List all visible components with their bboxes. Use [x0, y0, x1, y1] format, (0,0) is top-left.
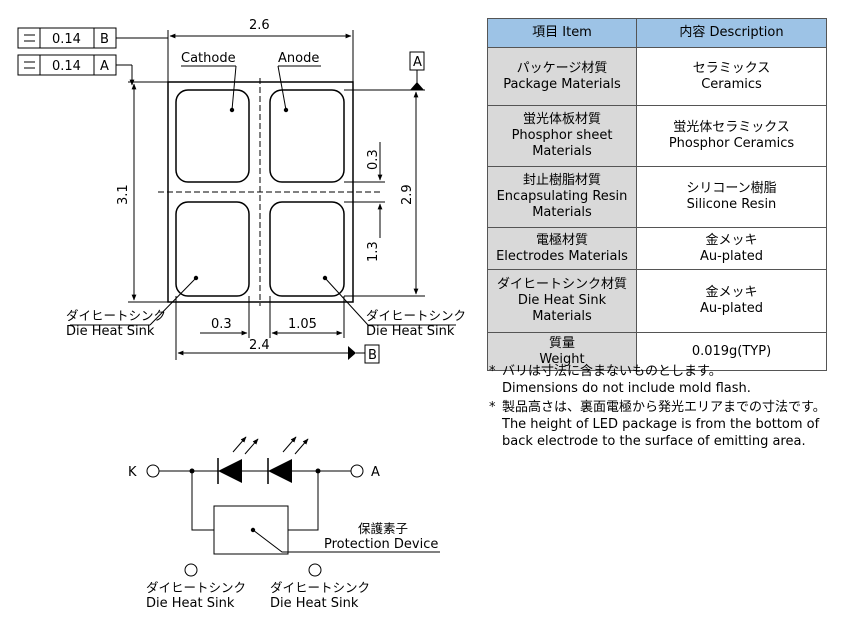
heat-sink-right-jp: ダイヒートシンク — [366, 308, 466, 323]
terminal-a-label: A — [371, 465, 380, 480]
dim-width-bottom-label: 2.4 — [249, 338, 270, 353]
circuit-heat-sink-left-jp: ダイヒートシンク — [146, 580, 246, 595]
dim-pad-bottom: 0.3 1.05 — [200, 296, 345, 338]
cathode-label: Cathode — [181, 51, 236, 66]
header-description: 内容 Description — [636, 18, 827, 48]
anode-label: Anode — [278, 51, 319, 66]
led-diode-2-icon — [267, 436, 309, 484]
datum-b-label: B — [368, 348, 377, 363]
terminal-a — [350, 464, 364, 478]
tolerance-value-2: 0.14 — [52, 59, 81, 74]
note-text-en: The height of LED package is from the bo… — [502, 417, 820, 432]
datum-b-marker: B — [356, 344, 380, 364]
led-diode-1-icon — [217, 436, 259, 484]
note-text-jp: 製品高さは、裏面電極から発光エリアまでの寸法です。 — [502, 400, 826, 415]
heat-sink-left-en: Die Heat Sink — [66, 324, 155, 339]
note-mark: * — [489, 400, 496, 415]
pad-cathode — [175, 89, 250, 183]
tolerance-value-1: 0.14 — [52, 32, 81, 47]
dim-height-right-label: 2.9 — [400, 184, 415, 205]
note-item: * バリは寸法に含まないものとします。 Dimensions do not in… — [489, 363, 826, 397]
terminal-k — [146, 464, 160, 478]
note-text-jp: バリは寸法に含まないものとします。 — [502, 364, 722, 379]
header-item: 項目 Item — [487, 18, 637, 48]
protection-device-en: Protection Device — [324, 537, 438, 552]
note-text-en: back electrode to the surface of emittin… — [502, 434, 806, 449]
dim-pad-width-label: 1.05 — [288, 317, 317, 332]
note-text-en: Dimensions do not include mold flash. — [502, 381, 751, 396]
circuit-heat-sink-left-en: Die Heat Sink — [146, 596, 235, 611]
note-mark: * — [489, 364, 496, 379]
dim-height-left: 3.1 — [116, 81, 168, 303]
tolerance-frame-b: 0.14 B — [17, 27, 168, 49]
note-item: * 製品高さは、裏面電極から発光エリアまでの寸法です。 The height o… — [489, 399, 826, 450]
terminal-k-label: K — [128, 465, 137, 480]
pad-anode — [269, 89, 345, 183]
heat-sink-label-left: ダイヒートシンク Die Heat Sink — [66, 275, 199, 339]
heat-sink-pad-right — [269, 201, 345, 297]
circuit-schematic: K A 保護素子 Protection Device ダイヒートシンク Die … — [128, 436, 440, 611]
dim-height-left-label: 3.1 — [116, 184, 131, 205]
tolerance-datum-2: A — [100, 59, 109, 74]
dim-width-top-label: 2.6 — [249, 18, 270, 33]
parallelism-symbol-icon — [24, 61, 35, 69]
protection-device-jp: 保護素子 — [358, 521, 408, 536]
heat-sink-right-en: Die Heat Sink — [366, 324, 455, 339]
dim-width-bottom: 2.4 — [175, 296, 356, 360]
heat-sink-pad-left — [175, 201, 250, 297]
row-value: 0.019g(TYP) — [636, 332, 827, 371]
dim-pad-gap-label: 0.3 — [211, 317, 232, 332]
dim-gap-label: 0.3 — [366, 149, 381, 170]
parallelism-symbol-icon — [24, 34, 35, 42]
dim-pad-height-label: 1.3 — [366, 241, 381, 262]
heat-sink-terminal-left — [184, 563, 198, 577]
heat-sink-label-right: ダイヒートシンク Die Heat Sink — [322, 275, 466, 339]
dim-gap: 0.3 1.3 — [344, 142, 385, 262]
tolerance-datum-1: B — [100, 32, 109, 47]
circuit-heat-sink-right-jp: ダイヒートシンク — [270, 580, 370, 595]
circuit-heat-sink-right-en: Die Heat Sink — [270, 596, 359, 611]
heat-sink-terminal-right — [308, 563, 322, 577]
datum-a-marker: A — [409, 51, 425, 90]
heat-sink-left-jp: ダイヒートシンク — [66, 308, 166, 323]
notes-list: * バリは寸法に含まないものとします。 Dimensions do not in… — [489, 363, 826, 450]
table-header-row: 項目 Item 内容 Description — [487, 18, 827, 48]
datum-a-label: A — [413, 55, 422, 70]
tolerance-frame-a: 0.14 A — [17, 54, 135, 86]
dim-height-right: 2.9 — [344, 89, 425, 297]
dim-width-top: 2.6 — [167, 18, 354, 82]
